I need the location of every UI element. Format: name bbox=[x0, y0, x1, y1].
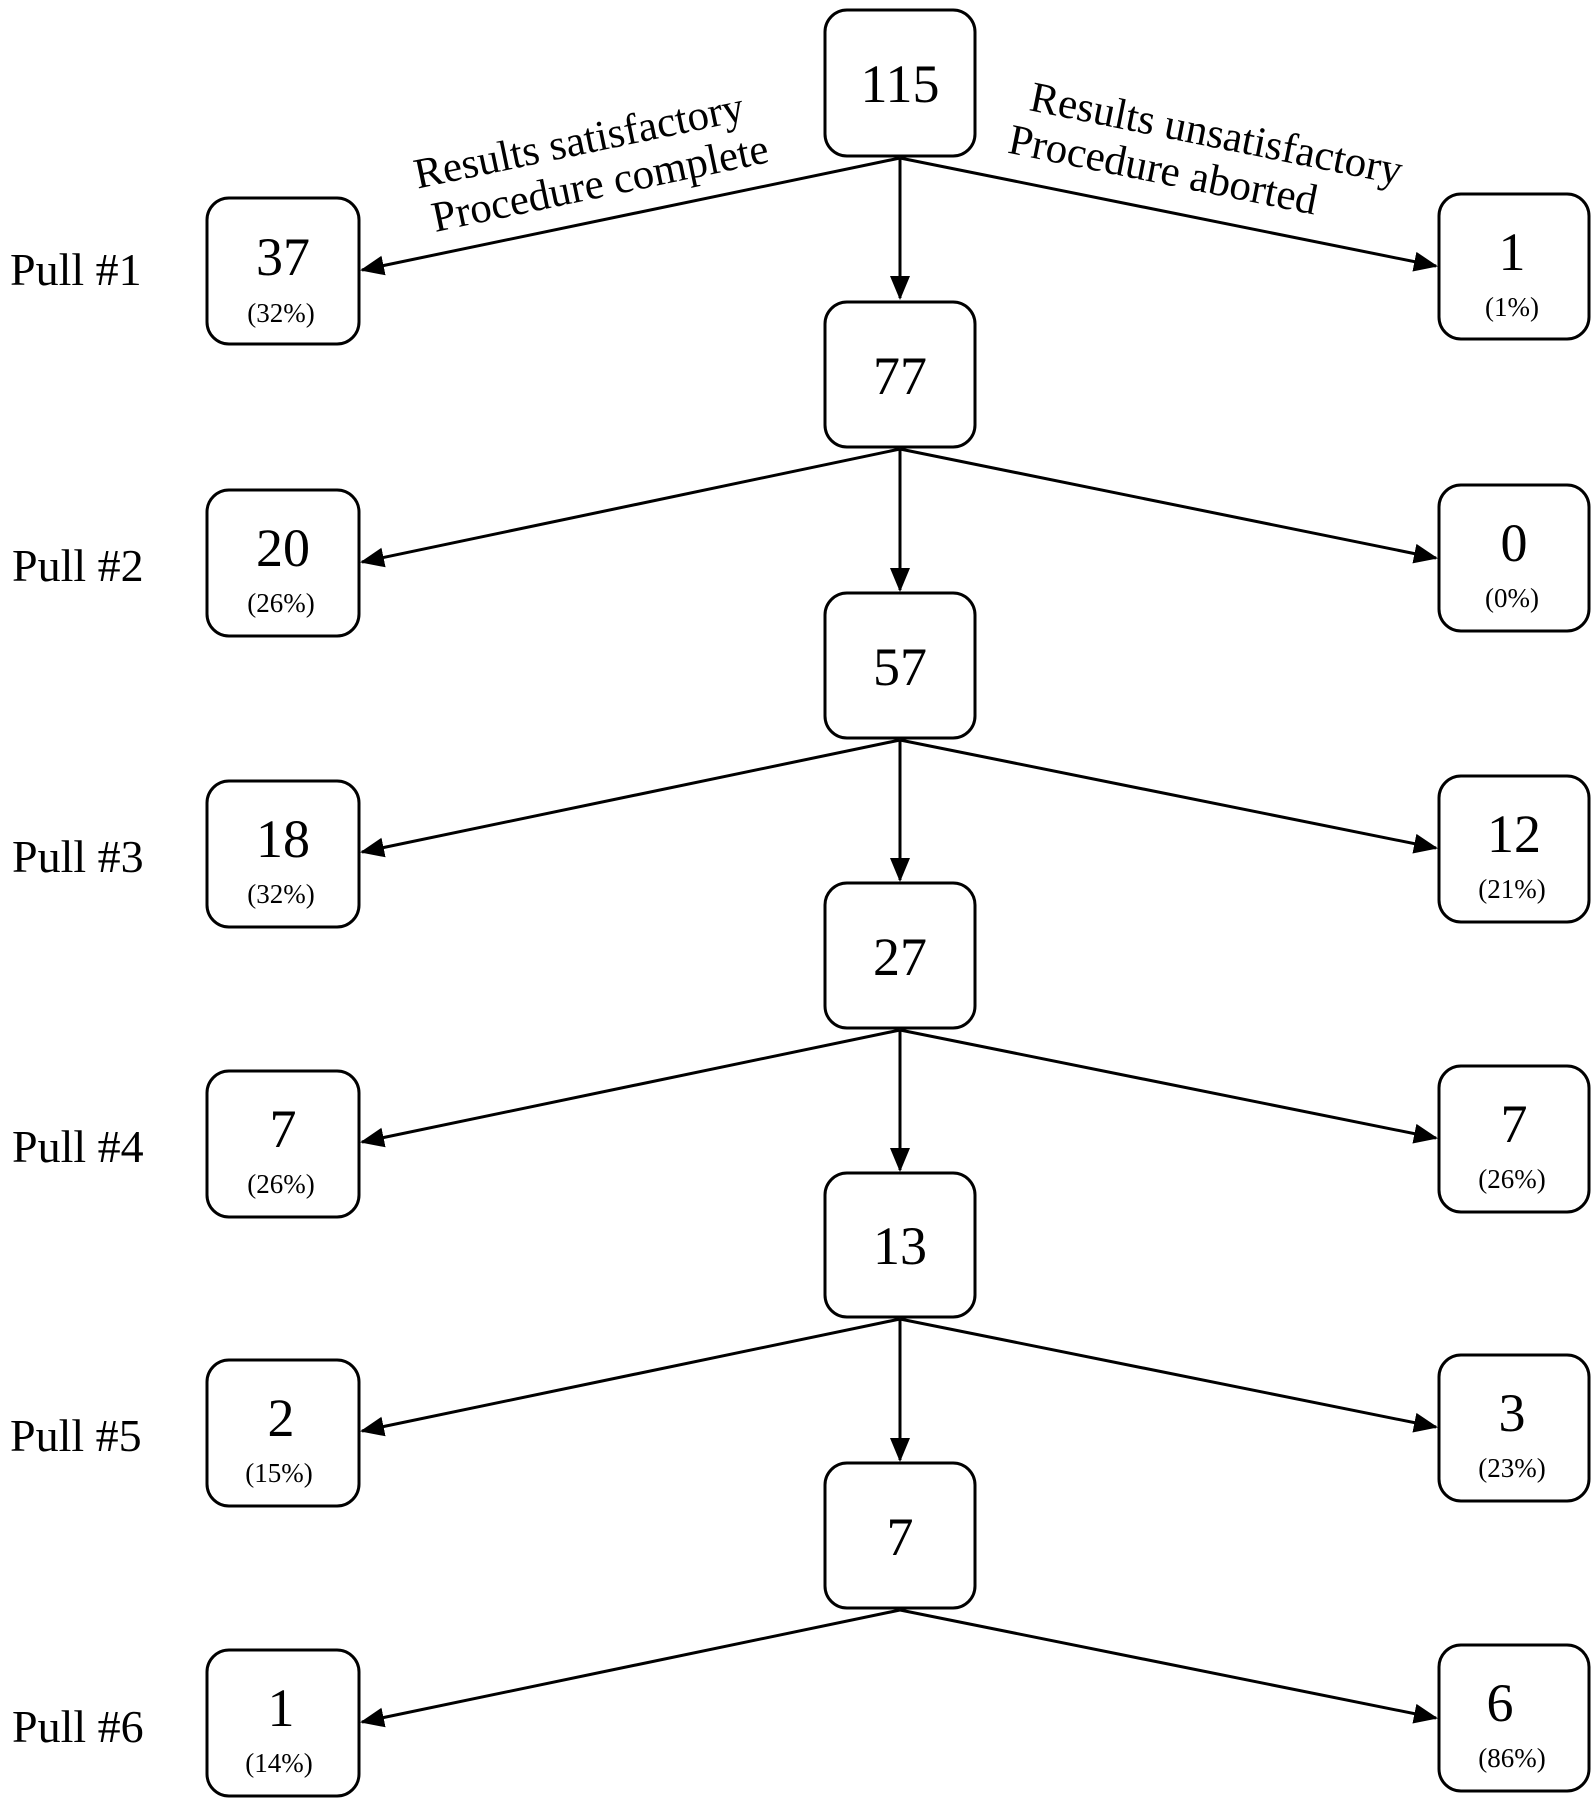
complete-count: 2 bbox=[268, 1388, 295, 1448]
complete-node-box bbox=[205, 488, 361, 638]
aborted-node: 0 (0%) bbox=[1437, 483, 1591, 633]
pull-label: Pull #1 bbox=[10, 244, 142, 295]
edge-to-complete-3 bbox=[360, 738, 901, 858]
aborted-count: 3 bbox=[1499, 1383, 1526, 1443]
center-node-count: 27 bbox=[873, 927, 927, 987]
center-node-box bbox=[823, 881, 977, 1030]
edge-to-aborted-6 bbox=[899, 1608, 1438, 1724]
center-node: 7 bbox=[823, 1461, 977, 1610]
aborted-percent: (1%) bbox=[1485, 292, 1539, 322]
edge-to-aborted-4 bbox=[899, 1028, 1438, 1144]
edge-to-aborted-3 bbox=[899, 738, 1438, 854]
aborted-percent: (86%) bbox=[1478, 1743, 1545, 1773]
edge-to-complete-2 bbox=[360, 447, 901, 568]
complete-node-box bbox=[205, 1358, 361, 1508]
complete-node: 18 (32%) bbox=[205, 779, 361, 929]
aborted-node: 6 (86%) bbox=[1437, 1643, 1591, 1793]
pull-label: Pull #5 bbox=[10, 1410, 142, 1461]
aborted-node-box bbox=[1437, 774, 1591, 924]
branch-label-aborted: Results unsatisfactory Procedure aborted bbox=[1004, 74, 1406, 225]
center-node-box bbox=[823, 1461, 977, 1610]
aborted-percent: (26%) bbox=[1478, 1164, 1545, 1194]
aborted-count: 1 bbox=[1499, 222, 1526, 282]
center-node-box bbox=[823, 1171, 977, 1319]
aborted-node-box bbox=[1437, 1353, 1591, 1503]
complete-percent: (32%) bbox=[247, 298, 314, 328]
aborted-node: 12 (21%) bbox=[1437, 774, 1591, 924]
pull-label: Pull #2 bbox=[12, 540, 144, 591]
complete-percent: (15%) bbox=[245, 1458, 312, 1488]
aborted-count: 0 bbox=[1501, 513, 1528, 573]
edges bbox=[360, 156, 1438, 1728]
aborted-node: 7 (26%) bbox=[1437, 1064, 1591, 1214]
center-node: 115 bbox=[823, 8, 977, 158]
branch-label-complete: Results satisfactory Procedure complete bbox=[410, 84, 773, 242]
complete-node: 1 (14%) bbox=[205, 1648, 361, 1798]
complete-node-box bbox=[205, 779, 361, 929]
pull-label: Pull #4 bbox=[12, 1121, 144, 1172]
center-node: 57 bbox=[823, 591, 977, 740]
aborted-percent: (23%) bbox=[1478, 1453, 1545, 1483]
complete-count: 7 bbox=[270, 1099, 297, 1159]
aborted-percent: (21%) bbox=[1478, 874, 1545, 904]
edge-to-complete-4 bbox=[360, 1028, 901, 1148]
complete-percent: (26%) bbox=[247, 588, 314, 618]
complete-percent: (26%) bbox=[247, 1169, 314, 1199]
complete-count: 37 bbox=[256, 227, 310, 287]
complete-node-box bbox=[205, 196, 361, 346]
pull-label: Pull #3 bbox=[12, 831, 144, 882]
center-node: 13 bbox=[823, 1171, 977, 1319]
center-node: 77 bbox=[823, 300, 977, 449]
complete-node: 37 (32%) bbox=[205, 196, 361, 346]
center-node-count: 7 bbox=[887, 1507, 914, 1567]
aborted-count: 12 bbox=[1487, 804, 1541, 864]
aborted-node: 3 (23%) bbox=[1437, 1353, 1591, 1503]
edge-to-complete-1 bbox=[360, 156, 901, 276]
edge-to-aborted-2 bbox=[899, 447, 1438, 564]
edge-to-complete-5 bbox=[360, 1317, 901, 1437]
edge-to-aborted-1 bbox=[899, 156, 1438, 272]
center-node-count: 13 bbox=[873, 1216, 927, 1276]
center-node-box bbox=[823, 591, 977, 740]
complete-count: 20 bbox=[256, 518, 310, 578]
complete-node: 7 (26%) bbox=[205, 1069, 361, 1219]
aborted-node-box bbox=[1437, 1064, 1591, 1214]
aborted-count: 7 bbox=[1501, 1094, 1528, 1154]
aborted-node-box bbox=[1437, 483, 1591, 633]
aborted-node-box bbox=[1437, 192, 1591, 341]
aborted-count: 6 bbox=[1487, 1673, 1514, 1733]
complete-node-box bbox=[205, 1648, 361, 1798]
complete-count: 18 bbox=[256, 809, 310, 869]
complete-node-box bbox=[205, 1069, 361, 1219]
complete-node: 20 (26%) bbox=[205, 488, 361, 638]
edge-to-aborted-5 bbox=[899, 1317, 1438, 1433]
edge-to-complete-6 bbox=[360, 1608, 901, 1728]
complete-node: 2 (15%) bbox=[205, 1358, 361, 1508]
complete-count: 1 bbox=[268, 1678, 295, 1738]
pull-label: Pull #6 bbox=[12, 1701, 144, 1752]
center-node-count: 115 bbox=[861, 54, 940, 114]
aborted-percent: (0%) bbox=[1485, 583, 1539, 613]
aborted-node: 1 (1%) bbox=[1437, 192, 1591, 341]
center-node-box bbox=[823, 300, 977, 449]
center-node-count: 77 bbox=[873, 346, 927, 406]
aborted-node-box bbox=[1437, 1643, 1591, 1793]
center-node: 27 bbox=[823, 881, 977, 1030]
center-node-count: 57 bbox=[873, 637, 927, 697]
center-node-box bbox=[823, 8, 977, 158]
complete-percent: (32%) bbox=[247, 879, 314, 909]
complete-percent: (14%) bbox=[245, 1748, 312, 1778]
